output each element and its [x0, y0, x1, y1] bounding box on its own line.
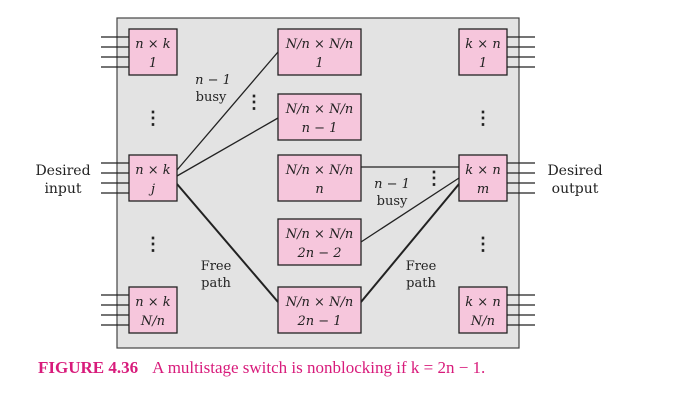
middle-4-index: 2n − 2	[296, 246, 341, 261]
link-middle-2n-2-to-m	[360, 177, 460, 243]
output-ellipsis-lower: ⋮	[474, 234, 492, 255]
input-ellipsis-lower: ⋮	[144, 234, 162, 255]
free-path-left-line2: path	[201, 276, 231, 291]
middle-2-index: n − 1	[302, 121, 338, 136]
figure-caption-text: A multistage switch is nonblocking if k …	[152, 358, 486, 377]
output-1-size: k × n	[465, 37, 500, 52]
output-stage: k × n 1 k × n m k × n N/n	[458, 28, 508, 334]
busy-left-ellipsis: ⋮	[245, 92, 263, 113]
io-lines	[101, 36, 535, 326]
middle-switch-1: N/n × N/n 1	[277, 28, 362, 76]
busy-right-label: busy	[377, 194, 408, 209]
middle-2-size: N/n × N/n	[285, 102, 353, 117]
ellipsis-markers: ⋮ ⋮ ⋮ ⋮ ⋮ ⋮	[144, 92, 492, 255]
input-switch-j: n × k j	[128, 154, 178, 202]
free-path-right-line1: Free	[406, 259, 437, 274]
middle-3-index: n	[315, 182, 323, 197]
middle-1-index: 1	[315, 56, 323, 71]
input-j-size: n × k	[135, 163, 171, 178]
output-switch-n: k × n N/n	[458, 286, 508, 334]
link-j-to-middle-2n-1	[176, 183, 279, 303]
busy-left-count: n − 1	[195, 73, 231, 88]
output-last-size: k × n	[465, 295, 500, 310]
input-ellipsis-upper: ⋮	[144, 108, 162, 129]
interconnect-lines	[176, 51, 460, 303]
free-path-left-line1: Free	[201, 259, 232, 274]
input-switch-1: n × k 1	[128, 28, 178, 76]
middle-switch-2n-2: N/n × N/n 2n − 2	[277, 218, 362, 266]
figure-caption: FIGURE 4.36 A multistage switch is nonblo…	[38, 358, 485, 378]
middle-stage: N/n × N/n 1 N/n × N/n n − 1 N/n × N/n n …	[277, 28, 362, 334]
middle-switch-n-1: N/n × N/n n − 1	[277, 93, 362, 141]
input-j-index: j	[148, 182, 155, 197]
output-m-size: k × n	[465, 163, 500, 178]
input-1-size: n × k	[135, 37, 171, 52]
output-1-index: 1	[479, 56, 487, 71]
output-switch-1: k × n 1	[458, 28, 508, 76]
desired-input-line2: input	[44, 181, 81, 197]
link-middle-2n-1-to-m	[360, 183, 460, 303]
desired-input-line1: Desired	[35, 163, 90, 179]
input-1-index: 1	[149, 56, 157, 71]
link-j-to-middle-n-1	[176, 117, 279, 177]
figure-number: FIGURE 4.36	[38, 358, 139, 377]
busy-left-label: busy	[196, 90, 227, 105]
input-last-size: n × k	[135, 295, 171, 310]
input-switch-n: n × k N/n	[128, 286, 178, 334]
desired-output-line2: output	[552, 181, 599, 197]
busy-right-count: n − 1	[374, 177, 410, 192]
middle-4-size: N/n × N/n	[285, 227, 353, 242]
middle-switch-n: N/n × N/n n	[277, 154, 362, 202]
input-last-index: N/n	[140, 314, 165, 329]
desired-output-line1: Desired	[547, 163, 602, 179]
middle-3-size: N/n × N/n	[285, 163, 353, 178]
busy-right-ellipsis: ⋮	[425, 168, 443, 189]
middle-5-size: N/n × N/n	[285, 295, 353, 310]
output-ellipsis-upper: ⋮	[474, 108, 492, 129]
middle-1-size: N/n × N/n	[285, 37, 353, 52]
output-switch-m: k × n m	[458, 154, 508, 202]
input-stage: n × k 1 n × k j n × k N/n	[128, 28, 178, 334]
output-m-index: m	[477, 182, 489, 197]
middle-5-index: 2n − 1	[296, 314, 341, 329]
free-path-right-line2: path	[406, 276, 436, 291]
link-j-to-middle-1	[176, 51, 279, 171]
output-last-index: N/n	[470, 314, 495, 329]
middle-switch-2n-1: N/n × N/n 2n − 1	[277, 286, 362, 334]
